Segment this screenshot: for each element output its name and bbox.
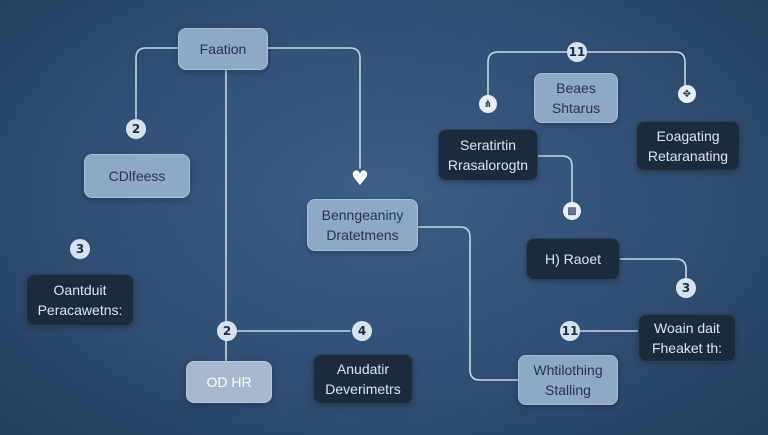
badge-top-11: 11 [567,42,587,62]
node-cdlfeess[interactable]: CDlfeess [84,154,190,198]
node-faation-label: Faation [199,41,247,57]
node-cdlfeess-label: CDlfeess [108,168,166,184]
node-benngeaniny-line1: Benngeaniny [321,207,404,223]
node-woain-dait[interactable]: Woain dait Fheaket th: [638,314,736,362]
node-od-hr[interactable]: OD HR [186,361,272,403]
connector-benngeaniny-whtilothing [417,226,519,381]
node-beaes[interactable]: Beaes Shtarus [534,73,618,123]
node-oantduit-line1: Oantduit [53,282,107,298]
node-benngeaniny[interactable]: Benngeaniny Dratetmens [307,199,418,251]
node-oantduit[interactable]: Oantduit Peracawetns: [26,274,134,326]
move-icon: ✥ [678,85,696,103]
node-seratirtin[interactable]: Seratirtin Rrasalorogtn [438,129,538,181]
node-anudatir-line2: Deverimetrs [325,381,401,397]
badge-mid-2: 2 [217,321,237,341]
node-seratirtin-line2: Rrasalorogtn [447,157,529,173]
node-anudatir-line1: Anudatir [336,361,390,377]
node-whtilothing[interactable]: Whtilothing Stalling [518,355,618,405]
node-woain-dait-line2: Fheaket th: [651,340,723,356]
node-eoagating-line2: Retaranating [647,148,729,164]
heart-icon: ♥ [351,166,369,190]
node-eoagating[interactable]: Eoagating Retaranating [636,121,740,171]
badge-left-2: 2 [126,119,146,139]
badge-left-3: 3 [70,239,90,259]
node-anudatir[interactable]: Anudatir Deverimetrs [313,354,413,404]
node-od-hr-label: OD HR [206,374,252,390]
fork-icon: ⋔ [479,95,497,113]
node-woain-dait-line1: Woain dait [654,320,720,336]
node-whtilothing-line2: Stalling [545,382,591,398]
badge-right-11: 11 [560,321,580,341]
node-h-raoet[interactable]: H) Raoet [526,238,620,280]
badge-mid-4: 4 [352,321,372,341]
connector-seratirtin-link [537,155,573,205]
connector-faation-right [267,47,361,169]
node-h-raoet-label: H) Raoet [544,251,602,267]
node-faation[interactable]: Faation [178,28,268,70]
connector-faation-left [135,47,181,119]
node-benngeaniny-line2: Dratetmens [326,227,399,243]
badge-right-3: 3 [676,278,696,298]
node-eoagating-line1: Eoagating [656,128,720,144]
node-oantduit-line2: Peracawetns: [37,302,123,318]
connector-hraoet-3 [619,258,687,281]
node-whtilothing-line1: Whtilothing [533,362,603,378]
link-icon: ▩ [563,202,581,220]
node-seratirtin-line1: Seratirtin [459,137,517,153]
node-beaes-line2: Shtarus [551,100,601,116]
node-beaes-line1: Beaes [556,80,596,96]
